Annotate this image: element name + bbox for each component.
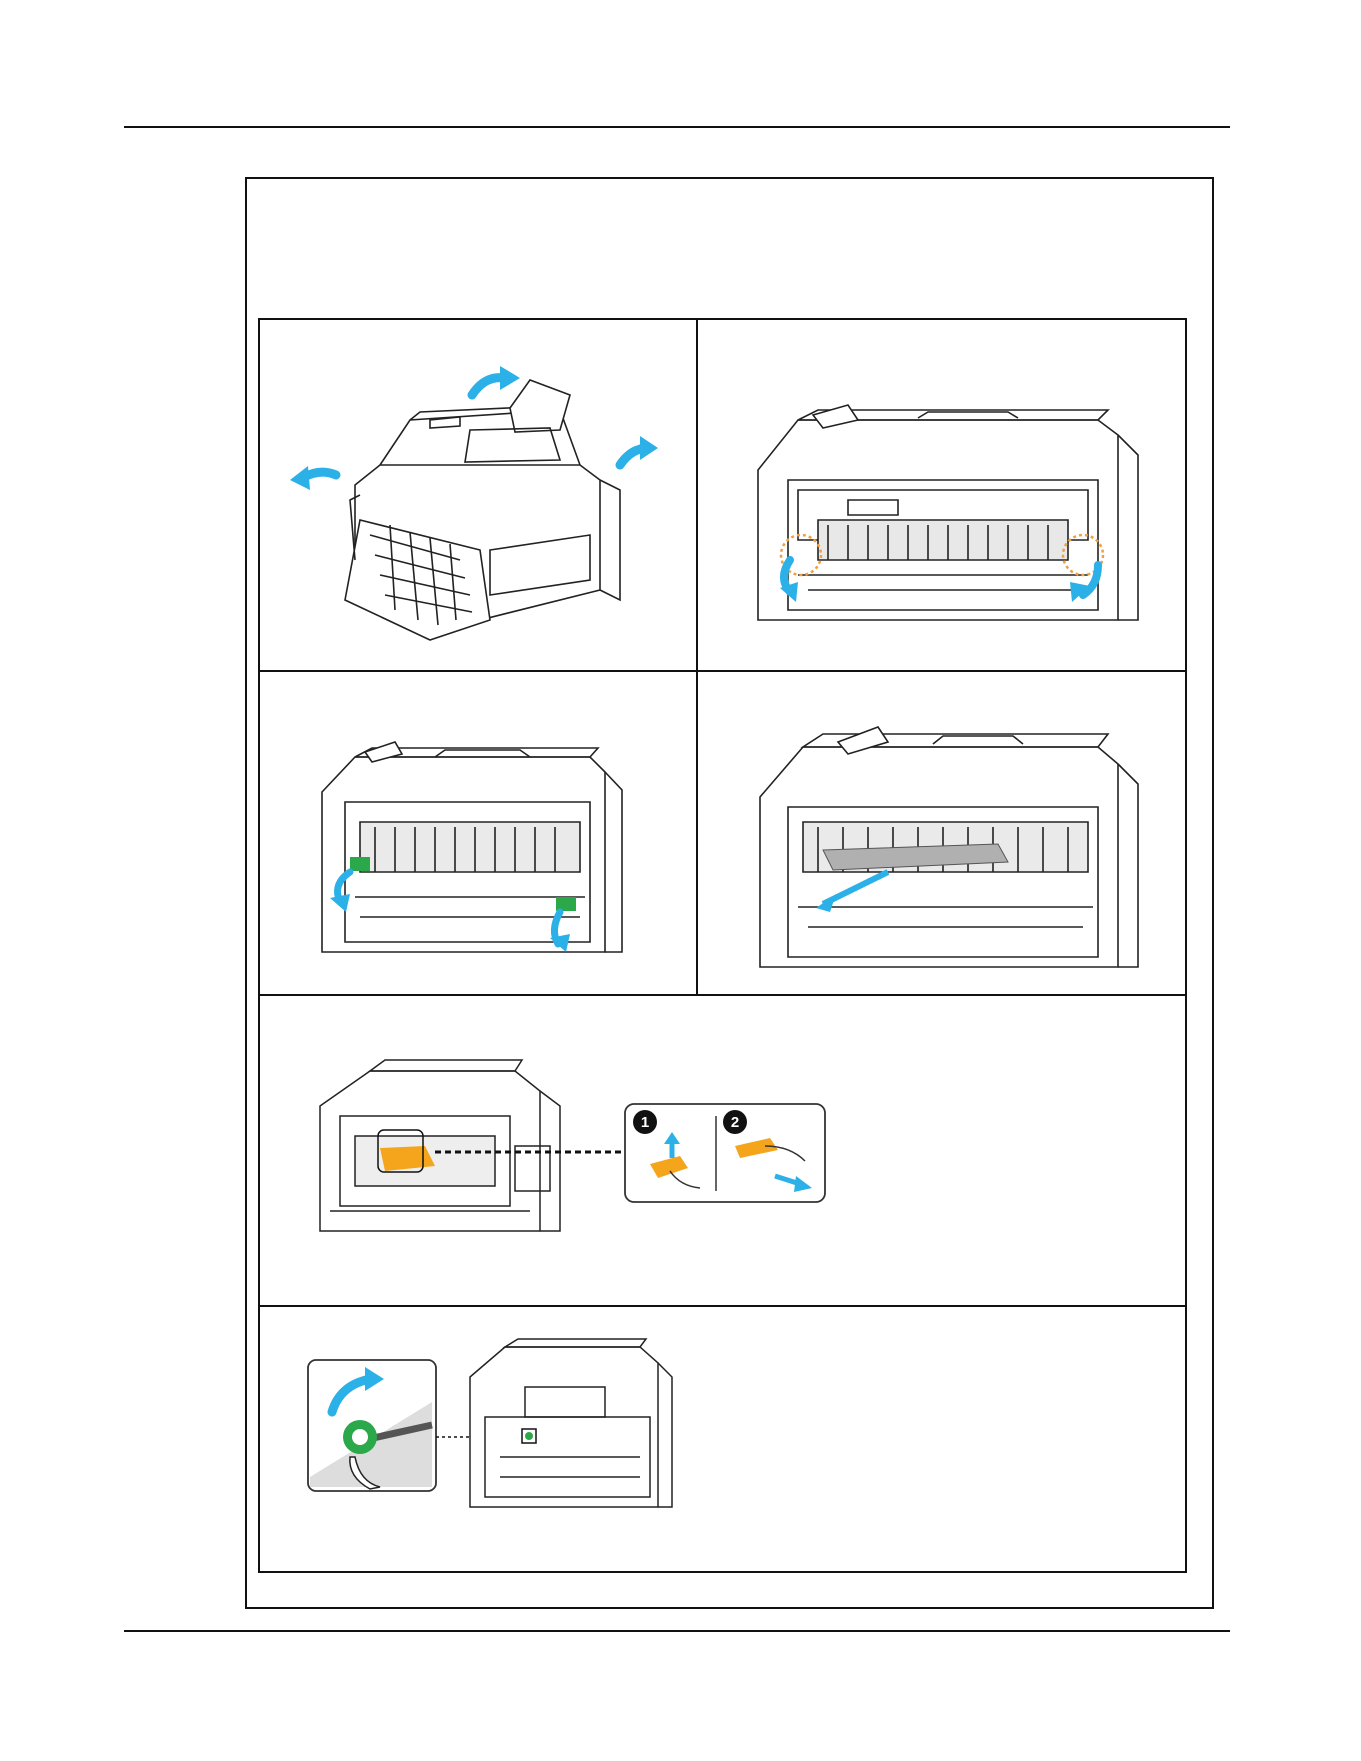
jammed-paper-removal-illustration (698, 672, 1187, 994)
callout-number-1: 1 (641, 1114, 649, 1131)
callout-number-2: 2 (731, 1114, 739, 1131)
step-pull-jammed-paper (698, 672, 1187, 994)
fuser-levers-down-illustration (698, 320, 1187, 670)
green-tabs-illustration (260, 672, 696, 994)
footer-rule (124, 1630, 1230, 1632)
step-pull-green-tabs (260, 672, 696, 994)
step-turn-green-knob (260, 1307, 1185, 1571)
step-release-fuser-levers (698, 320, 1187, 670)
step-remove-cartridge-handle: 1 2 (260, 996, 1185, 1305)
step-open-rear-cover (260, 320, 696, 670)
steps-table: 1 2 (258, 318, 1187, 1573)
header-rule (124, 126, 1230, 128)
printer-rear-open-illustration (260, 320, 696, 670)
green-knob-illustration (260, 1307, 1185, 1571)
cartridge-handle-illustration: 1 2 (260, 996, 1185, 1305)
